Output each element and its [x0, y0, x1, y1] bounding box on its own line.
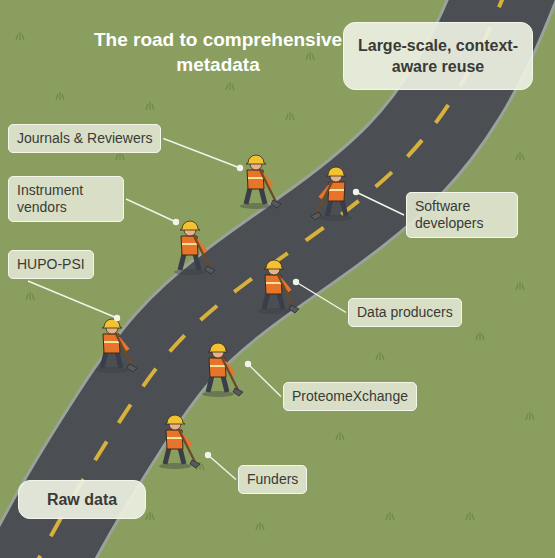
start-box: Raw data	[18, 480, 146, 519]
goal-box: Large-scale, context-aware reuse	[343, 22, 533, 90]
leader-line	[296, 282, 346, 313]
worker-figure	[174, 221, 215, 275]
stakeholder-label: Instrument vendors	[8, 176, 124, 222]
stakeholder-label: Funders	[238, 465, 307, 494]
leader-line	[248, 364, 281, 397]
leader-dot	[173, 219, 179, 225]
leader-line	[28, 281, 117, 318]
stakeholder-label: Software developers	[406, 192, 518, 238]
stakeholder-label: Data producers	[348, 298, 462, 327]
stakeholder-label: Journals & Reviewers	[8, 124, 161, 153]
stakeholder-label: HUPO-PSI	[8, 250, 94, 279]
leader-dot	[114, 315, 120, 321]
worker-figure	[258, 260, 299, 314]
worker-figure	[240, 155, 281, 209]
worker-figure	[311, 167, 352, 221]
node-text: Journals & Reviewers	[17, 130, 152, 147]
leader-line	[126, 199, 176, 222]
node-text: HUPO-PSI	[17, 256, 85, 273]
node-text: Data producers	[357, 304, 453, 321]
leader-line	[356, 192, 404, 215]
node-text: Instrument vendors	[17, 182, 115, 216]
worker-figure	[159, 415, 200, 469]
title: The road to comprehensive metadata	[88, 27, 348, 77]
leader-dot	[237, 165, 243, 171]
leader-dot	[353, 189, 359, 195]
leader-line	[163, 139, 240, 169]
node-text: Software developers	[415, 198, 509, 232]
node-text: ProteomeXchange	[292, 388, 408, 405]
worker-figure	[96, 319, 137, 373]
leader-dot	[293, 279, 299, 285]
leader-dot	[205, 452, 211, 458]
worker-figure	[202, 343, 243, 397]
leader-line	[208, 455, 236, 480]
leader-dot	[245, 361, 251, 367]
node-text: Funders	[247, 471, 298, 488]
node-text: Large-scale, context-aware reuse	[354, 35, 522, 77]
node-text: Raw data	[27, 489, 137, 510]
stakeholder-label: ProteomeXchange	[283, 382, 417, 411]
